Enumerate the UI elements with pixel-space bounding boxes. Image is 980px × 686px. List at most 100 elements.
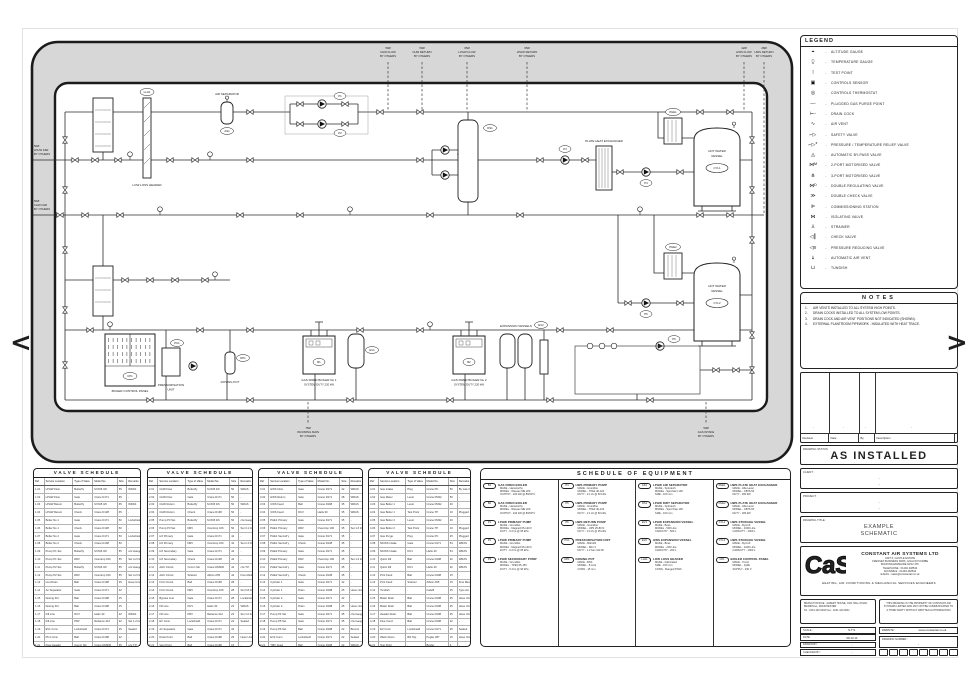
table-cell: 25: [340, 587, 350, 595]
table-cell: 1.11: [34, 563, 45, 571]
table-cell: Gate: [297, 595, 317, 602]
table-cell: 4.06: [369, 524, 380, 532]
svg-text:CYL1: CYL1: [714, 166, 721, 170]
table-cell: 4.04: [369, 509, 380, 517]
equipment-name: LPHW PRIMARY PUMP: [498, 519, 532, 524]
table-cell: 65: [118, 486, 128, 493]
by-others-label: 50Ø: [34, 199, 40, 203]
table-cell: CHW Return: [158, 501, 187, 509]
table-cell: Crane FM32: [426, 517, 449, 524]
by-others-label: CHW F&R: [34, 203, 47, 207]
revision-square: [939, 649, 948, 656]
note-item: 2.DRAIN COCKS INSTALLED TO ALL SYSTEM LO…: [801, 310, 957, 315]
table-cell: DRV: [297, 556, 317, 563]
by-others-label: LPHW FLOW: [459, 50, 476, 54]
previous-page-chevron[interactable]: <: [10, 328, 32, 358]
equipment-name: HWS PRIMARY PUMP: [575, 482, 607, 487]
equipment-detail-line: CAPACITY - 200 L: [655, 548, 677, 552]
table-cell: CWS Feed: [269, 509, 298, 517]
table-cell: 1.19: [34, 626, 45, 634]
table-cell: 2.06: [148, 524, 159, 532]
table-cell: Crane D171: [426, 626, 449, 634]
table-cell: Plugged: [458, 534, 469, 538]
revision-dash: -: [843, 425, 844, 429]
svg-text:DOSING POT: DOSING POT: [221, 380, 240, 384]
table-cell: 22: [118, 634, 128, 641]
table-cell: c/w Gauge: [128, 550, 140, 554]
table-cell: 65: [118, 493, 128, 501]
by-others-label: BY OTHERS: [519, 54, 535, 58]
table-cell: Set 1.0 bar: [240, 612, 252, 616]
legend-symbol-icon: ─◦: [810, 100, 816, 107]
table-cell: 3.21: [259, 641, 270, 646]
table-cell: 2.17: [148, 610, 159, 618]
table-cell: Ball: [186, 641, 207, 646]
table-cell: 50: [449, 493, 458, 501]
table-cell: 2.10: [148, 556, 159, 563]
table-cell: 35: [340, 540, 350, 548]
table-cell: Crane D198: [317, 641, 341, 646]
table-cell: -: [240, 534, 242, 538]
table-cell: 3.02: [259, 493, 270, 501]
table-cell: Check: [73, 509, 94, 517]
table-cell: Crane D138: [206, 509, 231, 517]
next-page-chevron[interactable]: >: [946, 328, 968, 358]
table-cell: -: [350, 581, 352, 585]
table-cell: Oventrop 106: [317, 556, 341, 563]
equipment-detail-line: MODEL - 8 Litre: [577, 564, 597, 568]
table-cell: 25: [449, 626, 458, 634]
legend-item: ≫-DOUBLE CHECK VALVE: [801, 191, 957, 201]
titleblock-field: SCALE :N.T.S.: [800, 627, 876, 634]
table-cell: PRV: [186, 610, 207, 618]
table-cell: 4.21: [369, 641, 380, 646]
table-cell: 65: [118, 548, 128, 556]
equipment-tag: DS1: [638, 501, 651, 508]
table-cell: 3.14: [259, 587, 270, 595]
table-cell: 42: [340, 595, 350, 602]
equipment-detail-line: MODEL - Magna3 65-120 F: [500, 527, 532, 531]
legend-dash: -: [825, 101, 827, 106]
table-cell: Sealed: [350, 636, 359, 640]
table-cell: 15: [118, 602, 128, 610]
table-cell: Ball: [73, 602, 94, 610]
table-cell: 50: [230, 517, 240, 524]
svg-text:CYL2: CYL2: [714, 301, 721, 305]
table-cell: Pump P2 Set: [45, 571, 74, 579]
table-cell: 28: [230, 579, 240, 587]
table-cell: -: [350, 519, 352, 523]
table-cell: Oventrop 106: [206, 540, 231, 548]
table-cell: -: [350, 573, 352, 577]
table-cell: Ball: [186, 579, 207, 587]
note-text: AIR VENTS INSTALLED TO ALL SYSTEM HIGH P…: [813, 305, 896, 310]
table-cell: WRAS: [350, 643, 359, 647]
table-cell: Lever: [406, 501, 426, 509]
legend-dash: -: [825, 194, 827, 199]
equipment-detail-line: DUTY - 2.1 l/s @ 60 kPa: [577, 493, 606, 497]
table-cell: Fill Line: [45, 618, 74, 626]
website-value: www.constantair.co.uk: [918, 628, 947, 633]
table-cell: -: [128, 604, 130, 608]
table-cell: Gas Boiler 2: [379, 517, 407, 524]
by-others-label: 42Ø: [741, 46, 747, 50]
legend-symbol-icon: ⋈: [810, 213, 816, 220]
table-cell: Gate: [297, 486, 317, 493]
table-cell: Boiler No 1: [45, 517, 74, 524]
hws-group-1: PHE1 HOT WATER VESSEL CYL1 P4: [639, 108, 741, 212]
table-cell: Set 0.8 l/s: [240, 589, 252, 593]
legend-item-label: 3-PORT MOTORISED VALVE: [831, 173, 881, 178]
legend-item-label: PRESSURE REDUCING VALVE: [831, 245, 885, 250]
legend-symbol-icon: ⋈ᴹ: [809, 162, 817, 169]
table-cell: Plugged: [458, 511, 469, 515]
table-cell: Gas Boiler 1: [379, 501, 407, 509]
